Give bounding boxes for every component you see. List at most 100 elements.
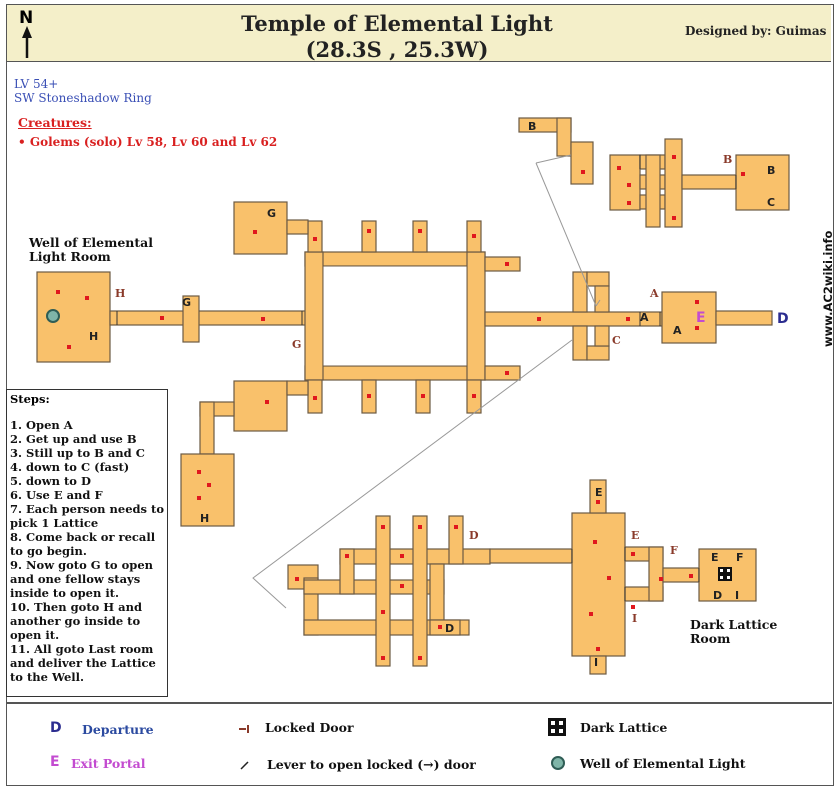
departure-marker[interactable]: D (777, 311, 789, 327)
creature-dot (472, 234, 476, 238)
map-floor (36, 117, 790, 675)
hall-north (589, 479, 607, 514)
marker-i-room: I (735, 589, 740, 602)
creature-dot (505, 371, 509, 375)
creatures-text: Golems (solo) Lv 58, Lv 60 and Lv 62 (29, 135, 278, 149)
c-stub (586, 345, 610, 361)
marker-g-lever: G (182, 296, 192, 309)
north-label: N (19, 8, 34, 28)
well-room-label-line2: Light Room (29, 249, 111, 264)
marker-f-room: F (736, 551, 744, 564)
dark-lattice-pattern (720, 569, 730, 579)
well-room-label: Well of Elemental Light Room (29, 236, 153, 264)
dark-lattice-room-label-line2: Room (690, 631, 731, 646)
creature-dot (367, 394, 371, 398)
step-item: and one fellow stays (10, 572, 141, 586)
stub (484, 256, 521, 272)
loop-left (304, 251, 324, 381)
marker-d-room: D (713, 589, 723, 602)
creature-dot (617, 166, 621, 170)
loop-top (304, 251, 486, 267)
ne-column (664, 138, 683, 228)
step-item: 6. Use E and F (10, 488, 103, 502)
creature-dot (596, 500, 600, 504)
designer-credit: Designed by: Guimas (685, 24, 827, 38)
locked-door-icon (239, 725, 249, 733)
creature-dot (418, 525, 422, 529)
creature-dot (418, 229, 422, 233)
creature-dot (596, 647, 600, 651)
well-room-label-line1: Well of Elemental (29, 235, 154, 250)
ne-room (609, 154, 641, 211)
teleport-line (535, 154, 572, 164)
marker-e-lever: E (595, 486, 603, 499)
creature-dot (627, 201, 631, 205)
creature-dot (207, 483, 211, 487)
map-coordinates: (28.3S , 25.3W) (305, 37, 489, 62)
step-item: another go inside to (10, 614, 141, 628)
lower-left-room (233, 380, 288, 432)
creature-dot (313, 237, 317, 241)
exit-portal-legend-icon: E (50, 754, 60, 770)
creature-dot (537, 317, 541, 321)
hall-south (589, 655, 607, 675)
creature-dot (400, 584, 404, 588)
hall-east (648, 546, 664, 602)
c-stub (594, 325, 610, 347)
creature-dot (418, 656, 422, 660)
level-requirement: LV 54+ (14, 77, 59, 91)
creature-dot (627, 183, 631, 187)
creature-dot (672, 155, 676, 159)
ne-corridor (556, 117, 572, 157)
location-text: SW Stoneshadow Ring (14, 91, 152, 105)
marker-d-door: D (469, 529, 479, 542)
creature-dot (581, 170, 585, 174)
creature-dot (381, 525, 385, 529)
ne-grid (645, 154, 661, 228)
creature-dot (345, 554, 349, 558)
marker-e-room: E (711, 551, 719, 564)
d-stub (429, 619, 461, 636)
creature-dot (626, 317, 630, 321)
lattice-dot (720, 576, 723, 579)
creature-dot (197, 496, 201, 500)
north-arrow-icon: N (14, 8, 40, 60)
ne-corridor (570, 141, 594, 185)
creatures-heading: Creatures: (18, 115, 92, 130)
creature-dot (695, 326, 699, 330)
marker-g-room: G (267, 207, 277, 220)
creature-dot (253, 230, 257, 234)
creature-dot (381, 656, 385, 660)
connector (199, 401, 215, 455)
connector (286, 380, 309, 396)
marker-d-lever: D (445, 622, 455, 635)
a-stub (586, 271, 610, 287)
dark-lattice-legend-label: Dark Lattice (580, 720, 668, 735)
marker-b-lever: B (528, 120, 537, 133)
marker-c-door: C (612, 334, 621, 347)
step-item: 11. All goto Last room (10, 642, 154, 656)
marker-h-door: H (115, 287, 126, 300)
se-link (489, 548, 573, 564)
a-stub (594, 285, 610, 313)
marker-g-door: G (292, 338, 302, 351)
lever-icon (240, 761, 249, 770)
great-hall (571, 512, 626, 657)
teleport-line (252, 339, 573, 609)
creature-dots (56, 155, 745, 660)
exit-portal-marker[interactable]: E (696, 310, 706, 326)
lattice-link (662, 567, 700, 583)
connector (286, 219, 309, 235)
marker-a-room: A (673, 324, 682, 337)
marker-i-door: I (632, 612, 638, 625)
steps-title: Steps: (10, 392, 50, 406)
map-title: Temple of Elemental Light (241, 11, 553, 36)
marker-i-lever: I (594, 656, 599, 669)
departure-legend-icon: D (50, 720, 62, 736)
creature-dot (381, 610, 385, 614)
west-corridor (109, 310, 311, 326)
creature-dot (160, 316, 164, 320)
step-item: 5. down to D (10, 474, 91, 488)
dark-lattice-room-label-line1: Dark Lattice (690, 617, 778, 632)
